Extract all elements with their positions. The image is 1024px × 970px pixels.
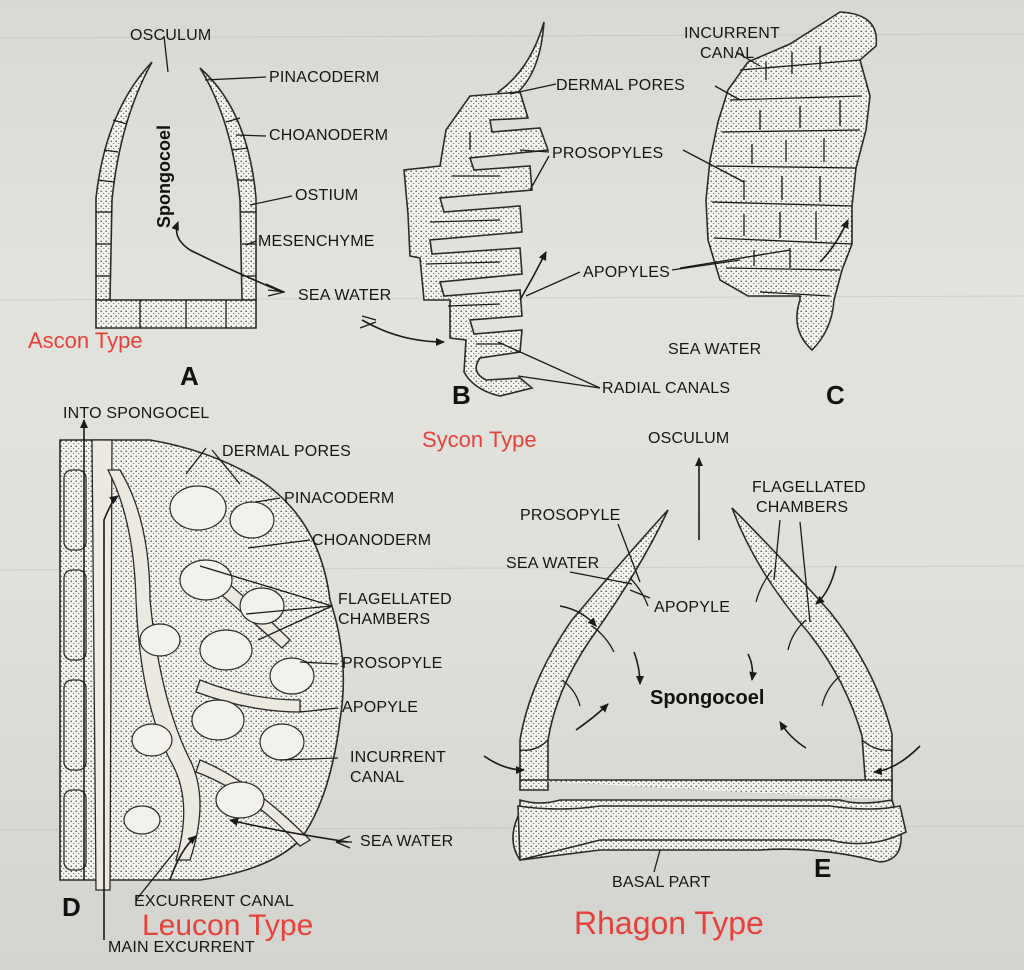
label-mesenchyme: MESENCHYME [258,233,375,250]
rhagon-arrow-right-2 [747,653,758,681]
label-rhagon-type: Rhagon Type [574,905,764,941]
sycon-chamber-lines [425,132,504,345]
label-apopyle-d: APOPYLE [342,699,418,716]
label-spongocoel-a: Spongocoel [154,125,174,228]
label-sea-water-d: SEA WATER [360,833,453,850]
label-sea-water-c: SEA WATER [668,341,761,358]
label-prosopyle-e: PROSOPYLE [520,507,621,524]
leucon-inflow-arrow [169,835,197,881]
label-flagellated-chambers-d-2: CHAMBERS [338,611,430,628]
label-main-excurrent: MAIN EXCURRENT [108,939,255,956]
leucon-excurrent-arrow [103,495,119,940]
label-prosopyles: PROSOPYLES [552,145,663,162]
rhagon-arrow-left-2 [633,651,644,685]
ascon-water-arrow [171,221,283,293]
leucon-sea-water-arrow [229,818,349,843]
label-choanoderm-a: CHOANODERM [269,127,388,144]
sycon-radial-canals [403,91,550,397]
leucon-flagellated-chambers [123,485,315,835]
label-pinacoderm-d: PINACODERM [284,490,394,507]
label-apopyles: APOPYLES [583,264,670,281]
rhagon-left-wall [519,509,669,791]
label-ostium: OSTIUM [295,187,358,204]
rhagon-arrow-left-3 [483,755,525,774]
panel-c-sycon-section [671,11,878,352]
label-sea-water-a: SEA WATER [298,287,391,304]
label-flagellated-chambers-d-1: FLAGELLATED [338,591,452,608]
label-excurrent-canal: EXCURRENT CANAL [134,893,294,910]
ascon-right-wall [199,67,257,301]
label-apopyle-e: APOPYLE [654,599,730,616]
label-choanoderm-d: CHOANODERM [312,532,431,549]
sycon-c-flow-arrow [819,219,849,263]
osculum-leader [163,35,169,73]
rhagon-arrow-left-1 [559,605,597,627]
panel-letter-c: C [826,380,845,410]
rhagon-arrow-left-4 [575,703,609,731]
leucon-mesenchyme-blocks [63,469,87,871]
rhagon-arrow-right-1 [815,565,837,605]
dermal-pores-leader [185,447,207,475]
label-dermal-pores-b: DERMAL PORES [556,77,685,94]
panel-letter-b: B [452,380,471,410]
panel-letter-a: A [180,361,199,391]
sycon-out-arrow [519,251,547,301]
label-sea-water-e: SEA WATER [506,555,599,572]
rhagon-base-slab [517,805,907,862]
label-incurrent-canal-d-2: CANAL [350,769,404,786]
label-radial-canals: RADIAL CANALS [602,380,730,397]
label-osculum-a: OSCULUM [130,27,211,44]
sycon-c-body [705,11,878,352]
label-flagellated-chambers-e-2: CHAMBERS [756,499,848,516]
label-incurrent-canal-c-1: INCURRENT [684,25,780,42]
panel-a-ascon [95,35,293,329]
label-prosopyle-d: PROSOPYLE [342,655,443,672]
rhagon-arrow-right-4 [779,721,807,749]
label-leucon-type: Leucon Type [142,909,313,942]
label-osculum-e: OSCULUM [648,430,729,447]
label-basal-part: BASAL PART [612,874,711,891]
panel-e-rhagon [483,457,921,873]
leucon-body [59,439,345,881]
panel-letter-e: E [814,853,831,883]
ascon-base [95,299,257,329]
label-incurrent-canal-d-1: INCURRENT [350,749,446,766]
prosopyle-leader [617,523,641,583]
label-ascon-type: Ascon Type [28,328,143,353]
label-flagellated-chambers-e-1: FLAGELLATED [752,479,866,496]
sycon-c-chamber-lines [711,46,863,297]
label-into-spongocel: INTO SPONGOCEL [63,405,210,422]
rhagon-chamber-rings [519,569,893,751]
panel-letter-d: D [62,892,81,922]
label-incurrent-canal-c-2: CANAL [700,45,754,62]
rhagon-right-wall [731,507,893,791]
panel-d-leucon [59,419,352,940]
label-dermal-pores-d: DERMAL PORES [222,443,351,460]
label-sycon-type: Sycon Type [422,427,537,452]
panel-b-sycon [359,21,601,397]
incurrent-canal-leader [735,51,761,67]
ascon-cell-dividers [96,117,256,328]
rhagon-arrow-right-3 [873,745,921,776]
label-spongocoel-e: Spongocoel [650,687,764,709]
label-pinacoderm-a: PINACODERM [269,69,379,86]
